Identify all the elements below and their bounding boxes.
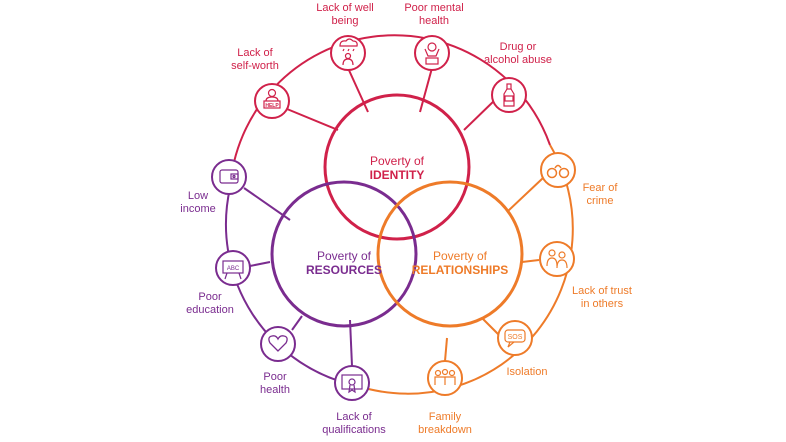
spoke [463,97,498,131]
resources-circle [270,180,418,328]
node-family-breakdown [427,360,463,396]
factor-label-lack-of-qualifications: Lack of qualifications [322,411,386,436]
spoke [291,315,303,331]
node-fear-of-crime [540,152,576,188]
resources-core-title: RESOURCES [305,263,382,277]
spoke [481,317,501,337]
factor-label-isolation: Isolation [506,366,548,378]
factor-label-family-breakdown: Family breakdown [418,411,472,436]
spoke [347,67,369,113]
svg-text:HELP: HELP [265,103,279,109]
outer-ring-resources-arc [225,187,359,387]
node-lack-of-well-being [330,35,366,71]
relationships-core-line1: Poverty of [432,249,488,263]
identity-core-line1: Poverty of [369,154,425,168]
factor-label-lack-of-well-being: Lack of well being [316,2,374,27]
identity-core-title: IDENTITY [369,168,425,182]
handcuffs-icon [546,164,570,179]
rain-cloud-person-icon [339,38,358,66]
relationships-core-label: Poverty of RELATIONSHIPS [410,235,510,291]
resources-core-line1: Poverty of [316,249,372,263]
factor-label-low-income: Low income [180,190,216,215]
abc-board-icon [222,260,244,280]
family-icon [434,368,456,385]
node-drug-alcohol-abuse [491,77,527,113]
factor-label-poor-education: Poor education [186,291,234,316]
relationships-core-title: RELATIONSHIPS [411,263,509,277]
node-lack-of-self-worth: HELP [254,83,290,119]
node-poor-mental-health [414,35,450,71]
spoke [521,259,540,263]
spoke [419,67,433,113]
sos-speech-bubble-icon [504,329,526,348]
svg-text:ABC: ABC [227,266,240,272]
node-lack-of-qualifications [334,365,370,401]
spoke [444,337,448,362]
spoke [349,319,353,367]
certificate-icon [341,374,363,394]
node-poor-health [260,326,296,362]
person-head-in-hands-icon [424,42,440,65]
relationships-circle [376,180,524,328]
bottle-icon [503,83,515,107]
help-sign-person-icon [263,88,281,109]
factor-label-poor-mental-health: Poor mental health [404,2,464,27]
heart-icon [268,335,288,352]
node-low-income [211,159,247,195]
factor-label-poor-health: Poor health [260,371,290,396]
node-poor-education: ABC [215,250,251,286]
node-lack-of-trust [539,241,575,277]
outer-ring-relationships-arc [357,144,574,395]
node-isolation: SOS [497,320,533,356]
identity-circle [323,93,471,241]
svg-text:SOS: SOS [508,334,523,341]
identity-core-label: Poverty of IDENTITY [347,140,447,196]
spoke [506,177,544,213]
factor-label-drug-alcohol-abuse: Drug or alcohol abuse [484,41,552,66]
people-icon [546,249,568,269]
wallet-icon [219,169,239,184]
factor-label-fear-of-crime: Fear of crime [582,182,618,207]
spoke [286,108,339,131]
factor-label-lack-of-trust: Lack of trust in others [572,285,632,310]
spoke [249,261,271,267]
factor-label-lack-of-self-worth: Lack of self-worth [231,47,279,72]
resources-core-label: Poverty of RESOURCES [294,235,394,291]
